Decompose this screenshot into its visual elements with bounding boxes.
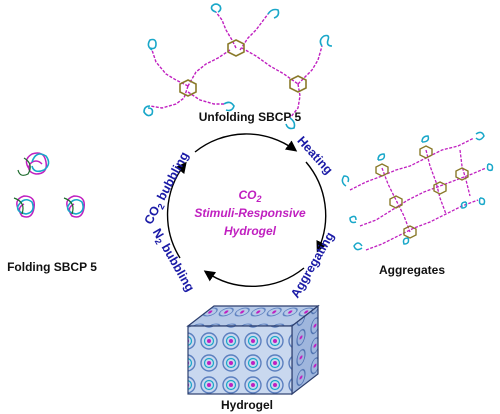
center-label-line1: CO2 <box>238 188 261 204</box>
folded-coil-1 <box>17 152 50 176</box>
cycle-arrows <box>166 133 327 287</box>
center-label-line2: Stimuli-Responsive <box>194 206 306 220</box>
unfolding-sbcp-graphic <box>143 3 333 130</box>
step-n2-bubbling: N2 bubbling <box>148 226 197 295</box>
hydrogel-cube <box>186 304 320 396</box>
step-heating: Heating <box>294 134 335 177</box>
folded-coil-2 <box>13 195 36 218</box>
aggregates-graphic <box>341 131 494 251</box>
unfolding-label: Unfolding SBCP 5 <box>199 110 302 124</box>
folding-label: Folding SBCP 5 <box>7 260 97 274</box>
star-polymer-top <box>143 3 333 130</box>
folded-coil-3 <box>63 195 86 218</box>
aggregates-label: Aggregates <box>379 263 445 277</box>
center-label-line3: Hydrogel <box>224 224 277 238</box>
folding-sbcp-graphic <box>13 152 86 218</box>
hydrogel-label: Hydrogel <box>221 398 273 412</box>
step-aggregating: Aggregating <box>288 230 337 301</box>
